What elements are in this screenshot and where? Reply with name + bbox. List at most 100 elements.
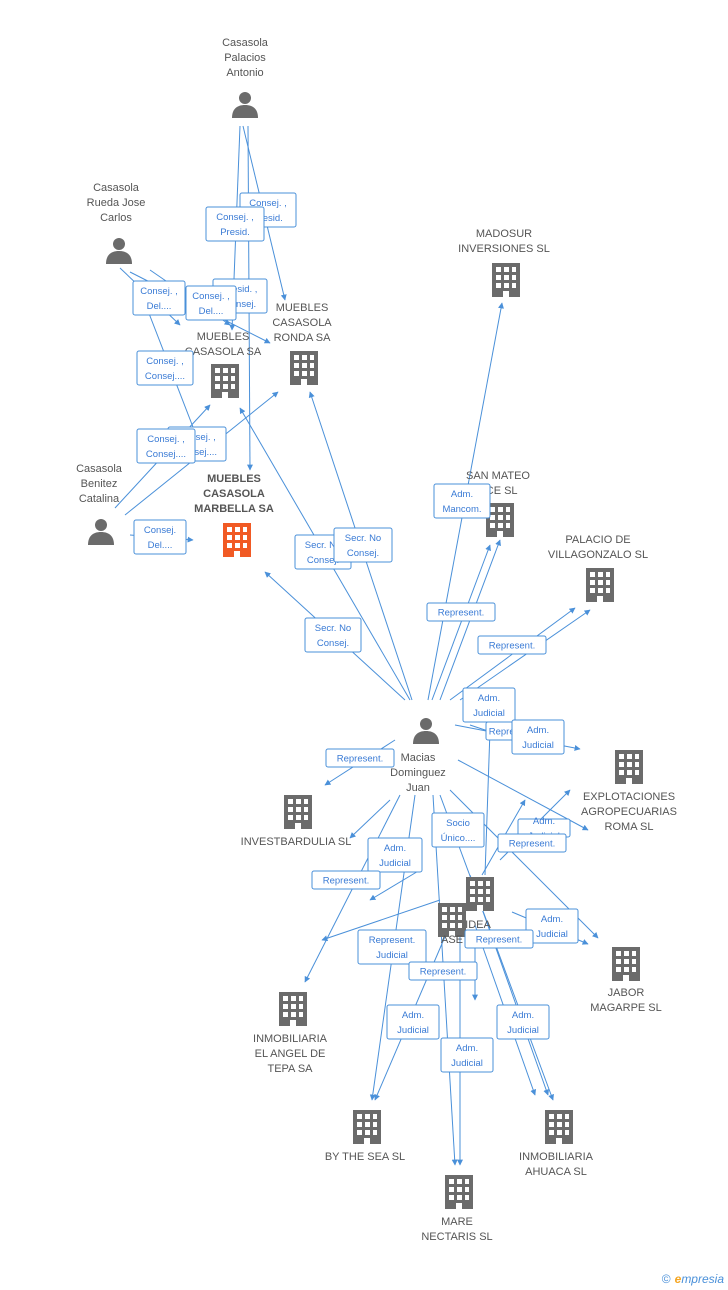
relation-label[interactable]: Adm.Judicial: [525, 908, 579, 944]
relation-label-box: [311, 870, 381, 890]
node-label-line: INVERSIONES SL: [458, 243, 550, 255]
node-label-line: PALACIO DE: [565, 534, 630, 546]
relation-label-box: [477, 635, 547, 655]
node-label-line: Antonio: [226, 67, 263, 79]
relation-label-text: Único....: [441, 833, 476, 844]
company-node-c_bythesea[interactable]: BY THE SEA SL: [325, 1110, 405, 1163]
relation-label[interactable]: Adm.Judicial: [511, 719, 565, 755]
relation-label-box: [464, 929, 534, 949]
relation-label-box: [333, 527, 393, 563]
company-node-c_ase[interactable]: ASE: [438, 903, 466, 946]
relation-label[interactable]: Adm.Judicial: [386, 1004, 440, 1040]
relation-label[interactable]: Adm.Mancom.: [433, 483, 491, 519]
relation-label[interactable]: Secr. No Consej.: [304, 617, 362, 653]
node-label-line: CASASOLA: [203, 488, 265, 500]
relation-label-text: Adm.: [512, 1010, 534, 1021]
node-label-line: AHUACA SL: [525, 1166, 587, 1178]
brand-logo-e: e: [674, 1272, 682, 1286]
building-icon: [223, 523, 251, 557]
node-label-line: AGROPECUARIAS: [581, 806, 677, 818]
relation-label[interactable]: Adm.Judicial: [440, 1037, 494, 1073]
building-icon: [290, 351, 318, 385]
relation-label-text: Consej.: [317, 638, 349, 649]
building-icon: [466, 877, 494, 911]
relation-label[interactable]: SocioÚnico....: [431, 812, 485, 848]
relation-label[interactable]: Adm.Judicial: [462, 687, 516, 723]
building-icon: [586, 568, 614, 602]
relation-label[interactable]: Consej. ,Del....: [185, 285, 237, 321]
relation-label-text: Consej....: [177, 447, 217, 458]
relation-label[interactable]: Represent.: [408, 961, 478, 981]
relation-label-text: Represent.: [337, 754, 383, 765]
node-label-line: MUEBLES: [207, 473, 261, 485]
relation-label-text: Represent.: [369, 935, 415, 946]
relation-label-text: Consej. ,: [140, 286, 178, 297]
relation-edge: [457, 759, 589, 831]
relation-label-text: Adm.: [478, 693, 500, 704]
company-node-c_madosur[interactable]: MADOSUR INVERSIONES SL: [458, 228, 550, 297]
relation-label[interactable]: Represent.: [464, 929, 534, 949]
relation-label-text: Judicial: [397, 1025, 429, 1036]
relation-label-box: [357, 929, 427, 965]
relation-label[interactable]: Represent.: [311, 870, 381, 890]
relation-label-box: [325, 748, 395, 768]
relation-label[interactable]: Represent.: [426, 602, 496, 622]
relation-label-text: Judicial: [379, 858, 411, 869]
relation-label-text: Consej.: [347, 548, 379, 559]
building-icon: [612, 947, 640, 981]
node-label-line: Palacios: [224, 52, 266, 64]
relation-label[interactable]: Adm. Judicial: [367, 837, 423, 873]
building-icon: [211, 364, 239, 398]
relation-label-text: Judicial: [451, 1058, 483, 1069]
relation-label-box: [497, 833, 567, 853]
building-icon: [279, 992, 307, 1026]
node-label-line: BY THE SEA SL: [325, 1151, 405, 1163]
relation-label[interactable]: Consej.Del....: [133, 519, 187, 555]
relation-label-text: Mancom.: [442, 504, 481, 515]
node-label-line: NECTARIS SL: [421, 1231, 492, 1243]
relation-label-text: Secr. No: [315, 623, 351, 634]
relation-label[interactable]: Consej. ,Del....: [132, 280, 186, 316]
node-label-line: TEPA SA: [267, 1063, 313, 1075]
relation-label[interactable]: Consej. ,Consej....: [136, 350, 194, 386]
relation-label-text: Consej. ,: [146, 356, 184, 367]
node-label-line: Dominguez: [390, 767, 446, 779]
relation-label-text: Adm.: [527, 725, 549, 736]
relation-label[interactable]: Consej. ,Consej....: [136, 428, 196, 464]
relation-label-text: Consej.: [224, 299, 256, 310]
relation-label-box: [205, 206, 265, 242]
relation-label[interactable]: Represent.: [497, 833, 567, 853]
relation-label-text: Represent.: [509, 839, 555, 850]
node-label-line: MADOSUR: [476, 228, 532, 240]
company-node-c_idea[interactable]: IDEA: [465, 877, 494, 931]
node-label-line: SAN MATEO: [466, 470, 530, 482]
relation-label[interactable]: Adm.Judicial: [496, 1004, 550, 1040]
relation-label-text: Adm.: [384, 843, 406, 854]
node-label-line: JABOR: [608, 987, 645, 999]
relation-label-text: Socio: [446, 818, 470, 829]
relation-label[interactable]: Consej. ,Presid.: [205, 206, 265, 242]
relation-label[interactable]: Represent.: [477, 635, 547, 655]
relation-label[interactable]: Represent.Judicial: [357, 929, 427, 965]
node-label-line: INVESTBARDULIA SL: [241, 836, 352, 848]
relation-label[interactable]: Represent.: [325, 748, 395, 768]
node-label-line: CASASOLA SA: [185, 346, 262, 358]
node-label-line: EL ANGEL DE: [255, 1048, 326, 1060]
company-node-c_investbardulia[interactable]: INVESTBARDULIA SL: [241, 795, 352, 848]
